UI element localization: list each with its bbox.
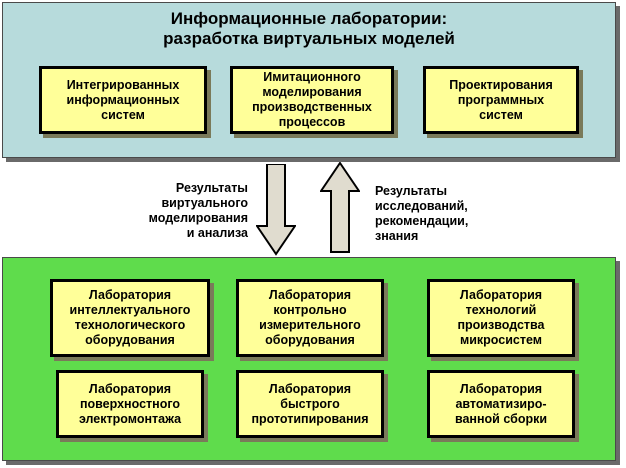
box-line: технологического — [74, 318, 186, 332]
box-line: контрольно — [273, 303, 347, 317]
box-line: Лаборатория — [88, 381, 172, 396]
box-line: технологий — [465, 303, 537, 317]
box-line: программных — [457, 92, 545, 107]
box-line: Лаборатория — [268, 288, 352, 302]
down-arrow — [256, 164, 296, 256]
box-line: измерительного — [259, 318, 361, 332]
box-line: микросистем — [459, 333, 543, 347]
box-simulation-modeling: Имитационного моделирования производстве… — [230, 66, 394, 134]
box-line: Лаборатория — [459, 381, 543, 396]
box-line: информационных — [66, 92, 180, 107]
box-surface-mount-lab: Лаборатория поверхностного электромонтаж… — [56, 370, 204, 438]
caption-line: Результаты — [175, 181, 248, 195]
box-line: Лаборатория — [88, 288, 172, 302]
box-line: процессов — [278, 115, 346, 129]
box-line: производственных — [252, 100, 372, 114]
box-line: прототипирования — [251, 411, 369, 426]
caption-line: виртуального — [161, 196, 249, 210]
box-line: оборудования — [85, 333, 175, 347]
box-rapid-prototyping-lab: Лаборатория быстрого прототипирования — [236, 370, 384, 438]
caption-line: исследований, — [375, 199, 468, 213]
box-line: производства — [457, 318, 545, 332]
down-arrow-caption: Результаты виртуального моделирования и … — [138, 181, 248, 241]
caption-line: знания — [375, 229, 419, 243]
box-integrated-info-systems: Интегрированных информационных систем — [39, 66, 207, 134]
box-line: электромонтажа — [78, 411, 182, 426]
box-line: интеллектуального — [69, 303, 191, 317]
up-arrow — [320, 162, 360, 253]
box-line: моделирования — [262, 85, 362, 99]
virtual-models-panel: Информационные лаборатории: разработка в… — [2, 2, 616, 158]
box-line: систем — [101, 107, 145, 122]
box-line: Имитационного — [263, 70, 361, 84]
up-arrow-caption: Результаты исследований, рекомендации, з… — [375, 184, 495, 244]
box-line: Интегрированных — [66, 77, 180, 92]
box-line: ванной сборки — [454, 411, 548, 426]
box-line: поверхностного — [79, 396, 181, 411]
box-line: быстрого — [280, 396, 340, 411]
box-line: Лаборатория — [459, 288, 543, 302]
physical-labs-panel: Лаборатория интеллектуального технологич… — [2, 257, 616, 461]
caption-line: моделирования — [148, 211, 248, 225]
caption-line: Результаты — [375, 184, 448, 198]
box-software-design: Проектирования программных систем — [423, 66, 579, 134]
box-line: Проектирования — [449, 77, 553, 92]
box-microsystems-lab: Лаборатория технологий производства микр… — [427, 279, 575, 357]
box-measuring-equipment-lab: Лаборатория контрольно измерительного об… — [236, 279, 384, 357]
top-title-line-2: разработка виртуальных моделей — [163, 29, 455, 48]
top-title-line-1: Информационные лаборатории: — [170, 9, 448, 28]
caption-line: и анализа — [186, 226, 248, 240]
box-line: систем — [479, 107, 523, 122]
box-line: автоматизиро- — [455, 396, 547, 411]
box-automated-assembly-lab: Лаборатория автоматизиро- ванной сборки — [427, 370, 575, 438]
box-line: оборудования — [265, 333, 355, 347]
box-line: Лаборатория — [268, 381, 352, 396]
box-intelligent-equipment-lab: Лаборатория интеллектуального технологич… — [50, 279, 210, 357]
caption-line: рекомендации, — [375, 214, 469, 228]
